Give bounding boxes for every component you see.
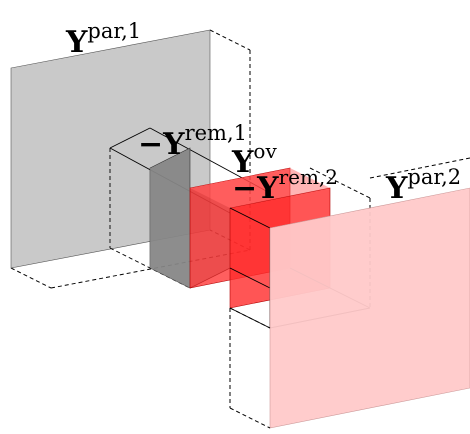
ov-top bbox=[190, 168, 330, 208]
label-par2: Ypar,2 bbox=[385, 165, 461, 206]
label-rem2: −Yrem,2 bbox=[232, 165, 338, 206]
par2-box-outline bbox=[229, 307, 271, 429]
label-ov: Yov bbox=[231, 139, 277, 180]
label-par1: Ypar,1 bbox=[65, 19, 141, 60]
par2-face bbox=[269, 187, 470, 429]
label-rem1: −Yrem,1 bbox=[138, 121, 247, 162]
